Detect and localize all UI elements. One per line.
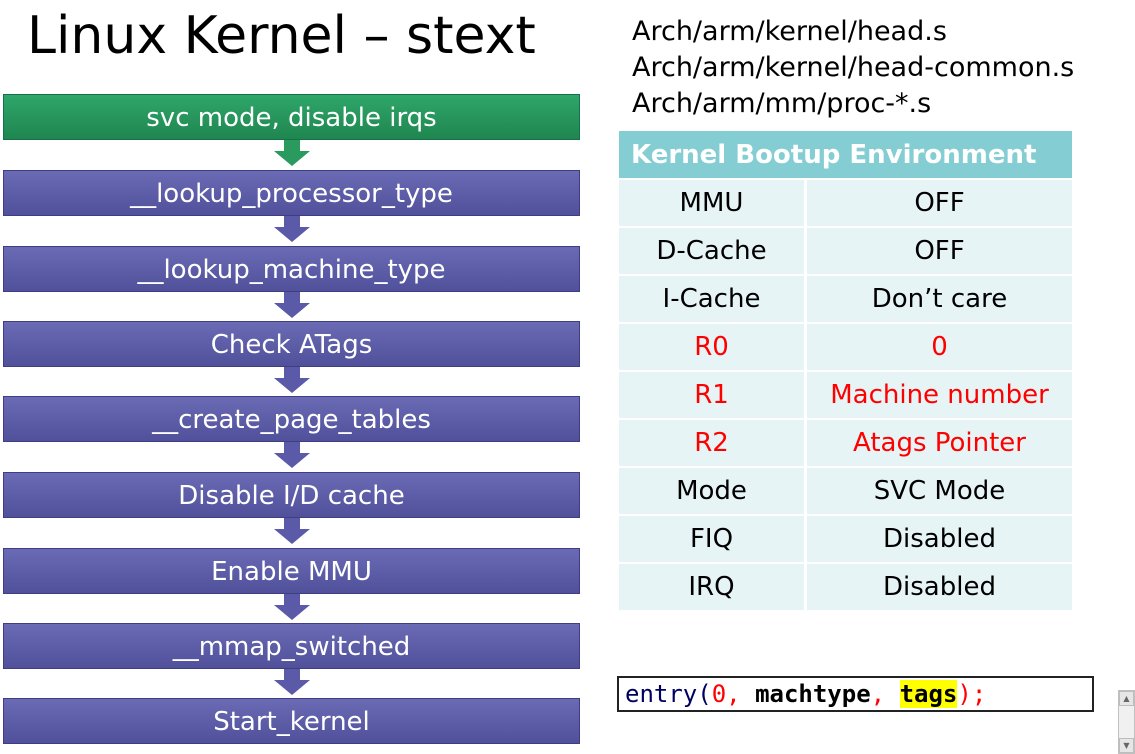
down-arrow-icon — [274, 140, 310, 166]
source-file: Arch/arm/kernel/head-common.s — [632, 52, 1075, 83]
down-arrow-icon — [274, 292, 310, 318]
table-cell-name: R2 — [619, 419, 807, 468]
table-cell-value: 0 — [805, 323, 1072, 372]
table-cell-value: Disabled — [805, 563, 1072, 612]
table-row: R0 0 — [619, 323, 1072, 372]
table-row: FIQ Disabled — [619, 515, 1072, 564]
table-row: D-Cache OFF — [619, 227, 1072, 276]
code-separator: , — [726, 680, 756, 708]
bootup-environment-table: Kernel Bootup Environment MMU OFF D-Cach… — [619, 131, 1072, 612]
code-paren-close: ) — [957, 680, 972, 708]
table-cell-name: Mode — [619, 467, 807, 516]
code-arg-zero: 0 — [711, 680, 727, 708]
vertical-scrollbar[interactable]: ▲ ▼ — [1118, 690, 1135, 754]
table-header-row: Kernel Bootup Environment — [619, 131, 1072, 180]
down-arrow-icon — [274, 518, 310, 544]
flow-step: __lookup_machine_type — [3, 246, 580, 292]
code-snippet: entry(0, machtype, tags); — [617, 676, 1094, 712]
scroll-down-icon[interactable]: ▼ — [1119, 738, 1134, 753]
source-file: Arch/arm/kernel/head.s — [632, 16, 947, 47]
flow-step: __lookup_processor_type — [3, 170, 580, 216]
table-cell-name: D-Cache — [619, 227, 807, 276]
flow-step: __create_page_tables — [3, 396, 580, 442]
table-row: R2 Atags Pointer — [619, 419, 1072, 468]
table-cell-value: SVC Mode — [805, 467, 1072, 516]
table-cell-value: Atags Pointer — [805, 419, 1072, 468]
table-cell-value: Don’t care — [805, 275, 1072, 324]
flow-step: Start_kernel — [3, 698, 580, 744]
flow-step: Check ATags — [3, 321, 580, 367]
table-cell-name: FIQ — [619, 515, 807, 564]
table-cell-value: Machine number — [805, 371, 1072, 420]
table-cell-name: I-Cache — [619, 275, 807, 324]
table-cell-value: OFF — [805, 179, 1072, 228]
table-cell-name: IRQ — [619, 563, 807, 612]
flow-step: __mmap_switched — [3, 623, 580, 669]
code-arg-machtype: machtype — [755, 680, 871, 708]
table-cell-name: MMU — [619, 179, 807, 228]
table-row: I-Cache Don’t care — [619, 275, 1072, 324]
down-arrow-icon — [274, 216, 310, 242]
table-cell-value: Disabled — [805, 515, 1072, 564]
down-arrow-icon — [274, 367, 310, 393]
code-function: entry — [625, 680, 698, 708]
source-file: Arch/arm/mm/proc-*.s — [632, 88, 932, 119]
table-header: Kernel Bootup Environment — [619, 131, 1072, 180]
scroll-up-icon[interactable]: ▲ — [1119, 691, 1134, 706]
code-arg-tags: tags — [899, 680, 958, 708]
source-file-list: Arch/arm/kernel/head.s Arch/arm/kernel/h… — [632, 14, 1074, 122]
code-semicolon: ; — [971, 680, 987, 708]
table-cell-value: OFF — [805, 227, 1072, 276]
flow-step: Enable MMU — [3, 548, 580, 594]
flow-step: svc mode, disable irqs — [3, 94, 580, 140]
table-row: MMU OFF — [619, 179, 1072, 228]
table-cell-name: R1 — [619, 371, 807, 420]
flow-step: Disable I/D cache — [3, 472, 580, 518]
table-cell-name: R0 — [619, 323, 807, 372]
code-separator: , — [870, 680, 900, 708]
code-paren-open: ( — [697, 680, 712, 708]
down-arrow-icon — [274, 669, 310, 695]
down-arrow-icon — [274, 594, 310, 620]
page-title: Linux Kernel – stext — [27, 6, 536, 66]
down-arrow-icon — [274, 442, 310, 468]
table-row: IRQ Disabled — [619, 563, 1072, 612]
table-row: Mode SVC Mode — [619, 467, 1072, 516]
table-row: R1 Machine number — [619, 371, 1072, 420]
